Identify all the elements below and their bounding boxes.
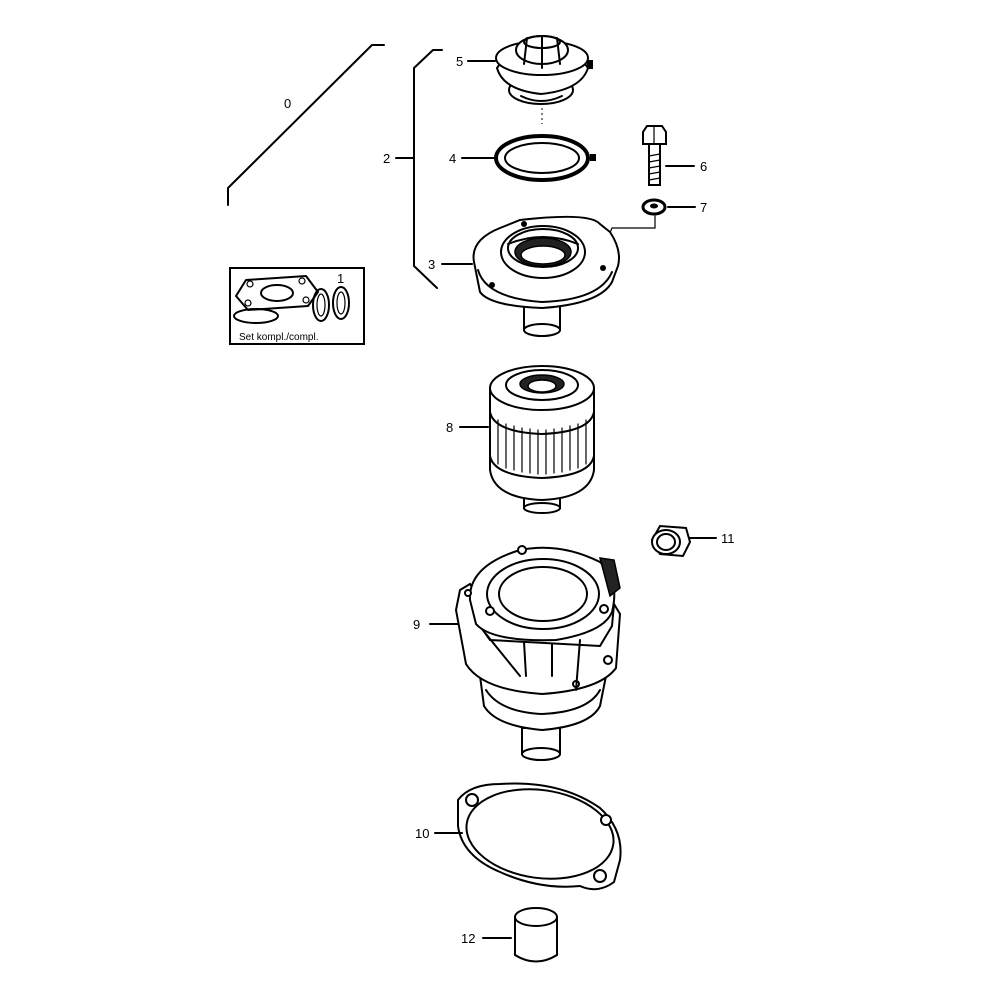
callout-1: 1 bbox=[337, 271, 344, 286]
callout-0: 0 bbox=[284, 96, 291, 111]
callout-11: 11 bbox=[721, 531, 735, 546]
plug-part-icon bbox=[650, 524, 692, 558]
filter-element-part-icon bbox=[489, 365, 595, 514]
filter-housing-part-icon bbox=[454, 545, 622, 761]
bolt-part-icon bbox=[642, 125, 667, 186]
cap-part-icon bbox=[495, 35, 593, 105]
sleeve-part-icon bbox=[514, 907, 558, 963]
callout-2: 2 bbox=[383, 151, 390, 166]
callout-3: 3 bbox=[428, 257, 435, 272]
sealing-ring-part-icon bbox=[494, 134, 596, 182]
kit-seal-ring-icon bbox=[312, 288, 330, 322]
callout-5: 5 bbox=[456, 54, 463, 69]
callout-4: 4 bbox=[449, 151, 456, 166]
kit-gasket-icon bbox=[235, 275, 319, 311]
kit-seal-ring-small-icon bbox=[332, 286, 350, 320]
callout-12: 12 bbox=[461, 931, 475, 946]
callout-8: 8 bbox=[446, 420, 453, 435]
callout-9: 9 bbox=[413, 617, 420, 632]
set-kit-caption: Set kompl./compl. bbox=[239, 332, 318, 343]
set-bracket bbox=[227, 44, 385, 206]
set-kit-box bbox=[229, 267, 365, 345]
housing-gasket-part-icon bbox=[457, 782, 622, 891]
group-bracket bbox=[395, 49, 443, 289]
kit-oring-icon bbox=[233, 308, 279, 324]
washer-part-icon bbox=[641, 198, 667, 216]
callout-10: 10 bbox=[415, 826, 429, 841]
callout-6: 6 bbox=[700, 159, 707, 174]
filter-housing-cover-part-icon bbox=[472, 215, 620, 337]
callout-7: 7 bbox=[700, 200, 707, 215]
